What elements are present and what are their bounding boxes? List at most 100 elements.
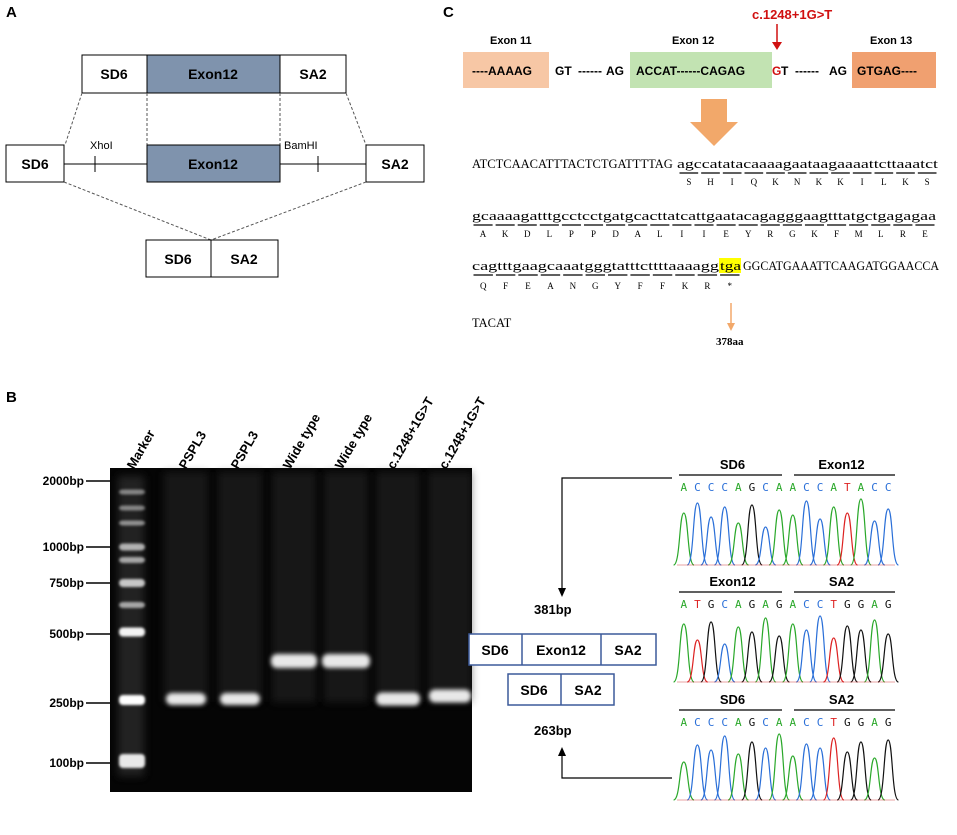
ladder-size-label: 100bp bbox=[49, 756, 84, 770]
exon12-title: Exon 12 bbox=[672, 35, 714, 47]
amino-acid: A bbox=[634, 229, 641, 239]
amino-acid: K bbox=[772, 177, 779, 187]
arrow-to-381-icon bbox=[558, 588, 566, 597]
marker-band bbox=[119, 695, 145, 705]
base-call: A bbox=[871, 598, 878, 611]
exon13-seq: GTGAG---- bbox=[857, 64, 917, 78]
amino-acid: E bbox=[525, 281, 531, 291]
trace-peak bbox=[686, 502, 709, 566]
lane-smear bbox=[428, 472, 472, 702]
base-call: G bbox=[749, 481, 756, 494]
trace-peak bbox=[877, 508, 899, 566]
lane-label-wt-2: Wide type bbox=[332, 411, 376, 472]
base-call: G bbox=[844, 716, 851, 729]
base-call: A bbox=[735, 481, 742, 494]
amino-acid: S bbox=[925, 177, 930, 187]
amino-acid: P bbox=[591, 229, 596, 239]
trace-peak bbox=[700, 749, 722, 801]
base-call: C bbox=[708, 481, 715, 494]
down-arrow-icon bbox=[690, 99, 738, 146]
top-sa2-label: SA2 bbox=[299, 66, 326, 82]
amino-acid: R bbox=[900, 229, 906, 239]
lane-label-marker: Marker bbox=[124, 427, 158, 471]
amino-acid: L bbox=[547, 229, 553, 239]
trace-peak bbox=[795, 629, 818, 683]
base-call: A bbox=[681, 481, 688, 494]
trace-peak bbox=[877, 633, 899, 683]
chromatogram-left-title: SD6 bbox=[720, 457, 745, 472]
sample-band bbox=[166, 693, 206, 705]
amino-acid: Y bbox=[745, 229, 752, 239]
base-call: A bbox=[681, 598, 688, 611]
stop-codon: tga bbox=[720, 259, 742, 273]
amino-acid: E bbox=[922, 229, 928, 239]
base-call: C bbox=[762, 716, 769, 729]
trace-peak bbox=[836, 512, 859, 566]
ladder-size-label: 250bp bbox=[49, 696, 84, 710]
trace-peak bbox=[713, 643, 736, 683]
amino-acid: I bbox=[680, 229, 683, 239]
base-call: A bbox=[776, 716, 783, 729]
marker-band bbox=[119, 505, 145, 511]
base-call: C bbox=[708, 716, 715, 729]
base-call: G bbox=[749, 598, 756, 611]
trace-peak bbox=[782, 623, 804, 683]
vector-sa2-label: SA2 bbox=[381, 156, 408, 172]
trace-peak bbox=[754, 526, 777, 566]
trace-peak bbox=[850, 629, 872, 683]
trace-peak bbox=[809, 518, 831, 566]
panel-c: C c.1248+1G>T Exon 11 ----AAAAG GT -----… bbox=[443, 4, 939, 348]
bamhi-label: BamHI bbox=[284, 140, 318, 152]
trace-peak bbox=[822, 637, 845, 683]
base-call: G bbox=[776, 598, 783, 611]
marker-band bbox=[119, 579, 145, 587]
panel-a-letter: A bbox=[6, 4, 17, 21]
trace-peak bbox=[795, 743, 818, 801]
band-small-sa2: SA2 bbox=[574, 682, 601, 698]
base-call: A bbox=[776, 481, 783, 494]
trace-peak bbox=[795, 500, 818, 566]
amino-acid: R bbox=[767, 229, 773, 239]
top-exon12-label: Exon12 bbox=[188, 66, 238, 82]
base-call: C bbox=[721, 481, 728, 494]
trace-peak bbox=[741, 504, 763, 566]
arrow-to-263-icon bbox=[558, 747, 566, 756]
ladder-size-label: 500bp bbox=[49, 627, 84, 641]
trace-peak bbox=[673, 512, 695, 566]
amino-acid: I bbox=[861, 177, 864, 187]
marker-band bbox=[119, 557, 145, 563]
base-call: A bbox=[871, 716, 878, 729]
trace-peak bbox=[850, 741, 872, 801]
amino-acid: Q bbox=[751, 177, 758, 187]
bottom-sd6-label: SD6 bbox=[164, 251, 191, 267]
band-large-sd6: SD6 bbox=[481, 642, 508, 658]
vector-exon12-label: Exon12 bbox=[188, 156, 238, 172]
amino-acid: G bbox=[592, 281, 599, 291]
dna-line1-lower: agccatatacaaaagaataagaaaattcttaaatct bbox=[677, 157, 939, 171]
band-381-label: 381bp bbox=[534, 602, 572, 617]
mutation-label: c.1248+1G>T bbox=[752, 7, 832, 22]
dna-line3-upper: GGCATGAAATTCAAGATGGAACCA bbox=[743, 259, 939, 273]
panel-c-letter: C bbox=[443, 4, 454, 21]
lane-smear bbox=[218, 472, 262, 702]
trace-peak bbox=[768, 733, 790, 801]
trace-peak bbox=[713, 506, 736, 566]
base-call: A bbox=[735, 716, 742, 729]
base-call: A bbox=[790, 598, 797, 611]
band-large-sa2: SA2 bbox=[614, 642, 641, 658]
exon11-box bbox=[463, 52, 549, 88]
base-call: C bbox=[817, 716, 824, 729]
trace-peak bbox=[877, 739, 899, 801]
stop-position-label: 378aa bbox=[716, 336, 744, 348]
amino-acid: A bbox=[547, 281, 554, 291]
trace-peak bbox=[782, 514, 804, 566]
marker-band bbox=[119, 602, 145, 608]
trace-peak bbox=[809, 615, 831, 683]
amino-acid: H bbox=[707, 177, 714, 187]
amino-acid: K bbox=[811, 229, 818, 239]
amino-acid: I bbox=[703, 229, 706, 239]
base-call: A bbox=[762, 598, 769, 611]
amino-acid: S bbox=[686, 177, 691, 187]
